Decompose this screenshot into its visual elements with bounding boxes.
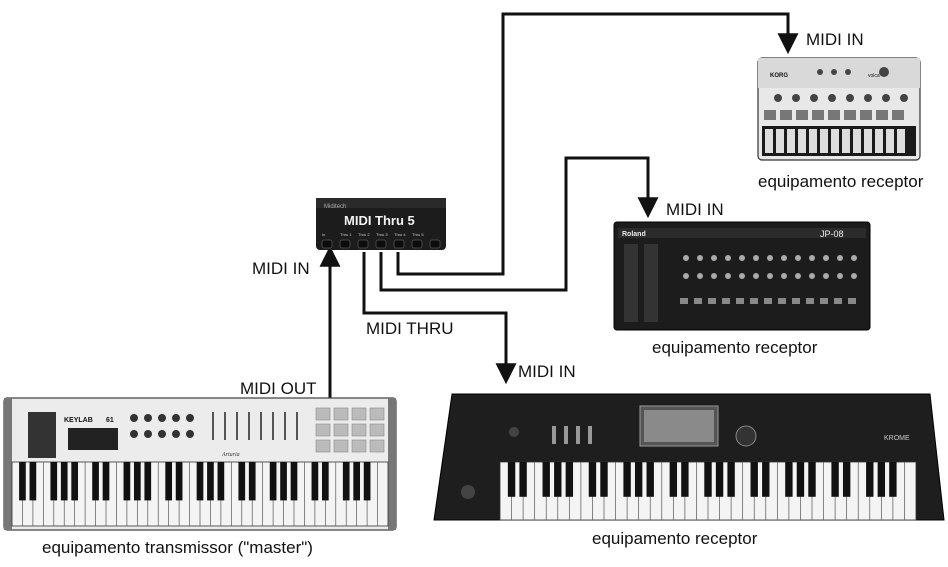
jp08-device: Roland JP-08 (613, 221, 871, 331)
midi-in-label-jp08: MIDI IN (666, 200, 724, 219)
thru-box-port-labels: In Thru 1 Thru 2 Thru 3 Thru 4 Thru 5 (322, 232, 424, 237)
midi-in-label-korg: MIDI IN (518, 362, 576, 381)
keylab-pads (315, 407, 385, 453)
volca-device: KORG volca (757, 57, 921, 161)
port-label-thru1: Thru 1 (340, 232, 352, 237)
midi-thru-label: MIDI THRU (366, 319, 454, 338)
jp08-knobs (683, 255, 857, 279)
cable-jp08 (379, 156, 659, 292)
volca-knobs (774, 67, 908, 102)
korg-keybed (499, 461, 917, 521)
volca-model: volca (868, 73, 880, 79)
keylab-faders (212, 412, 298, 440)
volca-keys (762, 126, 916, 156)
korg-krome-device: KROME (433, 393, 945, 521)
port-label-thru4: Thru 4 (394, 232, 406, 237)
midi-in-label-volca: MIDI IN (806, 30, 864, 49)
korg-sliders (552, 426, 592, 444)
keylab-maker: Arturia (221, 452, 240, 458)
cable-korg (362, 252, 517, 385)
cable-volca (396, 12, 799, 276)
port-label-thru2: Thru 2 (358, 232, 370, 237)
keylab-knobs (130, 414, 194, 438)
jp08-brand: Roland (622, 231, 646, 238)
port-label-thru3: Thru 3 (376, 232, 388, 237)
keylab-device: KEYLAB 61 Arturia (3, 397, 397, 531)
keylab-keybed (11, 461, 389, 527)
keylab-brand: KEYLAB (64, 417, 93, 424)
thru-box-ports (321, 239, 441, 249)
jp08-model: JP-08 (820, 229, 844, 239)
port-label-thru5: Thru 5 (412, 232, 424, 237)
midi-out-label: MIDI OUT (240, 379, 317, 398)
port-label-in: In (322, 232, 325, 237)
caption-jp08: equipamento receptor (652, 338, 818, 357)
caption-korg: equipamento receptor (592, 529, 758, 548)
midi-in-label-thru-box: MIDI IN (252, 259, 310, 278)
thru-box-brand: Miditech (324, 204, 346, 210)
keylab-model: 61 (106, 417, 114, 424)
thru-box-title: MIDI Thru 5 (344, 213, 415, 228)
caption-keylab: equipamento transmissor ("master") (42, 538, 313, 557)
volca-brand: KORG (770, 73, 788, 79)
caption-volca: equipamento receptor (758, 172, 924, 191)
korg-model: KROME (884, 435, 910, 442)
midi-thru-box: Miditech MIDI Thru 5 In Thru 1 Thru 2 Th… (316, 198, 446, 250)
jp08-buttons (680, 298, 856, 304)
volca-pads (764, 110, 904, 120)
